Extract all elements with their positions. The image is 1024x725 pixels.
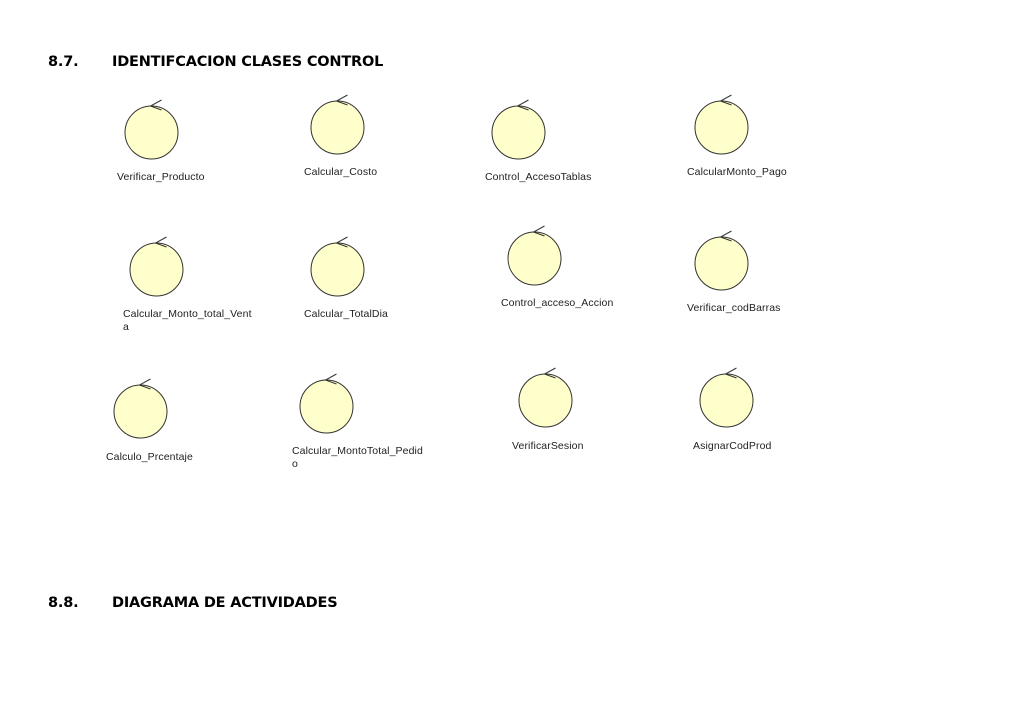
control-class-icon (310, 94, 364, 154)
control-class-icon (310, 236, 364, 296)
control-class-circle (124, 105, 178, 159)
control-class-circle (129, 242, 183, 296)
control-class-arrowhead (334, 94, 348, 105)
section-heading-8-8: 8.8. DIAGRAMA DE ACTIVIDADES (48, 595, 338, 611)
control-class-arrowhead (137, 378, 151, 389)
control-class-label: Control_acceso_Accion (501, 297, 614, 309)
control-class-label: AsignarCodProd (693, 440, 772, 452)
control-class-arrowhead (718, 230, 732, 241)
section-heading-8-7: 8.7. IDENTIFCACION CLASES CONTROL (48, 54, 383, 70)
control-class-label: Calcular_TotalDia (304, 308, 388, 320)
control-class-arrowhead (153, 236, 167, 247)
control-class-circle (694, 100, 748, 154)
section-title: IDENTIFCACION CLASES CONTROL (112, 54, 384, 70)
control-class-arrowhead (542, 367, 556, 378)
control-class-arrowhead (515, 99, 529, 110)
section-title: DIAGRAMA DE ACTIVIDADES (112, 595, 338, 611)
control-class-circle (694, 236, 748, 290)
control-class-arrowhead (148, 99, 162, 110)
control-class-icon (699, 367, 753, 427)
section-number: 8.7. (48, 54, 79, 70)
control-class-label: VerificarSesion (512, 440, 584, 452)
control-class-label: Calcular_MontoTotal_Pedido (292, 445, 423, 470)
control-class-arrowhead (718, 94, 732, 105)
control-class-icon (299, 373, 353, 433)
control-class-icon (113, 378, 167, 438)
control-class-icon (491, 99, 545, 159)
control-class-arrowhead (323, 373, 337, 384)
control-class-circle (507, 231, 561, 285)
control-class-label: Control_AccesoTablas (485, 171, 592, 183)
control-class-icon (694, 230, 748, 290)
section-number: 8.8. (48, 595, 79, 611)
control-class-arrowhead (723, 367, 737, 378)
control-class-circle (518, 373, 572, 427)
control-class-circle (699, 373, 753, 427)
control-class-label: Verificar_codBarras (687, 302, 781, 314)
control-class-circle (299, 379, 353, 433)
control-class-icon (129, 236, 183, 296)
control-class-circle (491, 105, 545, 159)
control-class-icon (518, 367, 572, 427)
control-class-label: Verificar_Producto (117, 171, 205, 183)
control-class-circle (310, 242, 364, 296)
control-class-circle (113, 384, 167, 438)
control-class-label: Calculo_Prcentaje (106, 451, 193, 463)
control-class-icon (507, 225, 561, 285)
control-class-arrowhead (334, 236, 348, 247)
control-class-icon (124, 99, 178, 159)
control-class-icon (694, 94, 748, 154)
control-class-label: Calcular_Costo (304, 166, 378, 178)
control-class-circle (310, 100, 364, 154)
control-class-arrowhead (531, 225, 545, 236)
control-class-label: CalcularMonto_Pago (687, 166, 787, 178)
control-class-label: Calcular_Monto_total_Venta (123, 308, 252, 333)
